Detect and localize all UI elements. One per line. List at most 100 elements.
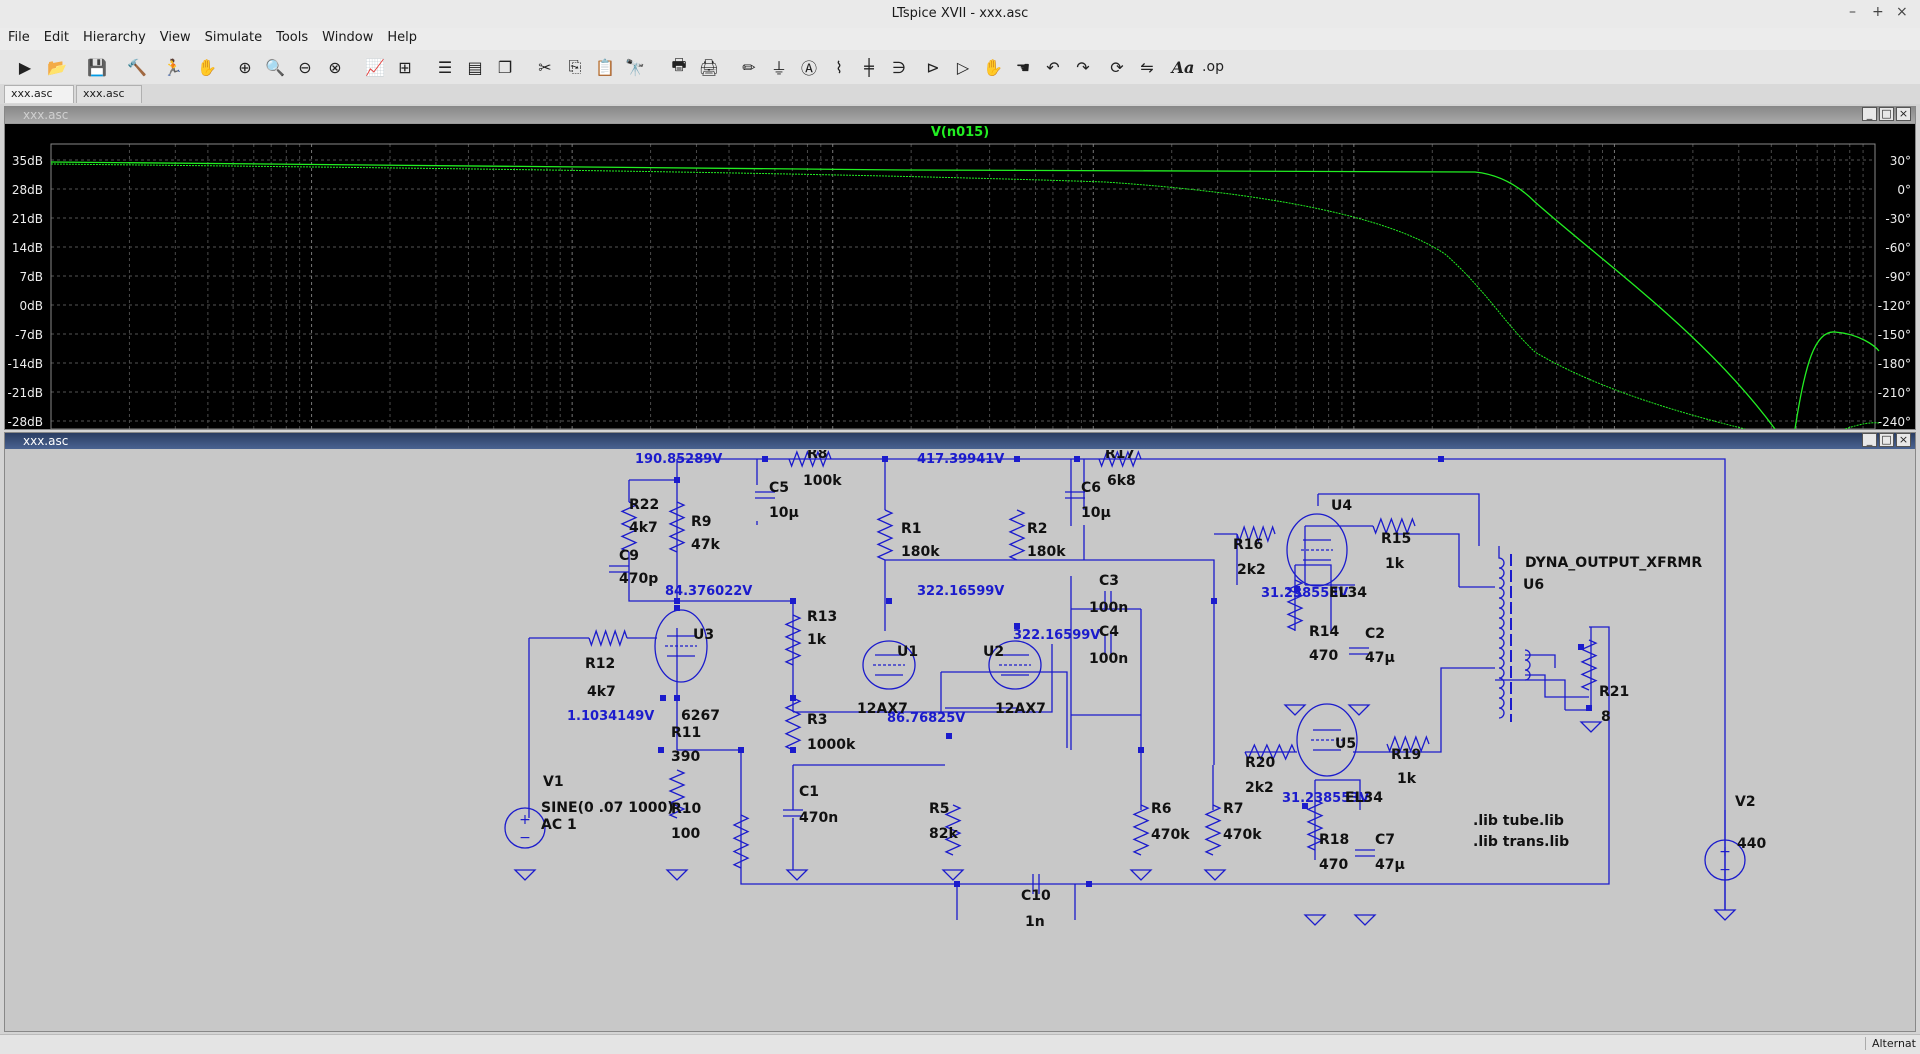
- inductor-icon[interactable]: ∋: [892, 57, 906, 77]
- cascade-icon[interactable]: ❐: [497, 57, 513, 77]
- open-icon[interactable]: 📂: [47, 57, 67, 77]
- autorange-icon[interactable]: 📈: [365, 57, 385, 77]
- pane-close-button[interactable]: ×: [1896, 107, 1911, 121]
- print-setup-icon[interactable]: 🖶: [671, 54, 687, 74]
- cut-icon[interactable]: ✂: [538, 57, 552, 77]
- mirror-icon[interactable]: ⇋: [1140, 57, 1154, 77]
- print-icon[interactable]: 🖨: [698, 57, 720, 77]
- spice-directive[interactable]: .lib tube.lib: [1473, 813, 1564, 829]
- resistor[interactable]: [1008, 509, 1026, 561]
- resistor[interactable]: [1372, 517, 1416, 535]
- text-icon[interactable]: Aa: [1171, 57, 1195, 77]
- tile-horizontal-icon[interactable]: ☰: [437, 57, 453, 77]
- maximize-button[interactable]: +: [1872, 4, 1884, 20]
- menu-help[interactable]: Help: [387, 30, 418, 45]
- resistor[interactable]: [1306, 799, 1324, 851]
- resistor[interactable]: [1580, 639, 1598, 691]
- tile-vertical-icon[interactable]: ▤: [467, 57, 483, 77]
- pan-icon[interactable]: ✋: [197, 57, 217, 77]
- vacuum-tube[interactable]: [1296, 703, 1358, 777]
- resistor[interactable]: [588, 628, 628, 648]
- output-transformer[interactable]: [1498, 546, 1589, 722]
- resistor[interactable]: [784, 614, 802, 666]
- redo-icon[interactable]: ↷: [1076, 57, 1090, 77]
- vacuum-tube[interactable]: [862, 640, 916, 690]
- zoom-cancel-icon[interactable]: ⊗: [328, 57, 342, 77]
- find-icon[interactable]: 🔭: [625, 57, 645, 77]
- resistor[interactable]: [620, 501, 638, 553]
- resistor[interactable]: [788, 450, 832, 468]
- resistor[interactable]: [1204, 804, 1222, 856]
- resistor[interactable]: [784, 697, 802, 751]
- resistor-icon[interactable]: ⌇: [835, 57, 843, 77]
- node-voltage[interactable]: 417.39941V: [917, 452, 1004, 467]
- paste-icon[interactable]: 📋: [595, 57, 615, 77]
- resistor[interactable]: [876, 509, 894, 561]
- schematic-canvas[interactable]: + − + − 190.85289V 417.39941V 84.376022V…: [5, 450, 1915, 1030]
- v1-source[interactable]: + −: [504, 807, 546, 849]
- ground-icon[interactable]: ⏚: [770, 59, 787, 78]
- resistor[interactable]: [732, 814, 750, 869]
- resistor[interactable]: [668, 501, 686, 553]
- control-panel-icon[interactable]: 🔨: [127, 57, 147, 77]
- spice-directive[interactable]: .lib trans.lib: [1473, 834, 1569, 850]
- tab-schematic-1[interactable]: xxx.asc: [4, 85, 74, 103]
- zoom-out-icon[interactable]: ⊖: [298, 57, 312, 77]
- close-button[interactable]: ×: [1896, 4, 1908, 20]
- label-icon[interactable]: Ⓐ: [800, 59, 817, 78]
- resistor[interactable]: [1132, 804, 1150, 856]
- move-icon[interactable]: ✋: [983, 57, 1003, 77]
- component-ref: V1: [543, 774, 564, 790]
- menu-edit[interactable]: Edit: [43, 30, 69, 45]
- node-voltage[interactable]: 1.1034149V: [567, 709, 654, 724]
- node-voltage[interactable]: 84.376022V: [665, 584, 752, 599]
- zoom-in-icon[interactable]: ⊕: [238, 57, 252, 77]
- menu-tools[interactable]: Tools: [276, 30, 309, 45]
- resistor[interactable]: [1098, 450, 1142, 468]
- menu-view[interactable]: View: [159, 30, 191, 45]
- component-icon[interactable]: ▷: [956, 57, 970, 77]
- plot-area[interactable]: V(n015) 35dB 28dB 21dB 14dB 7dB 0dB -7dB…: [5, 124, 1915, 430]
- node-voltage[interactable]: 31.238553V: [1261, 586, 1348, 601]
- pane-minimize-button[interactable]: _: [1862, 433, 1877, 447]
- pane-minimize-button[interactable]: _: [1862, 107, 1877, 121]
- grid-icon[interactable]: ⊞: [398, 57, 412, 77]
- minimize-button[interactable]: –: [1849, 4, 1856, 20]
- node-voltage[interactable]: 31.238553V: [1282, 791, 1369, 806]
- resistor[interactable]: [1236, 524, 1276, 544]
- node-voltage[interactable]: 86.76825V: [887, 711, 965, 726]
- vacuum-tube[interactable]: [1286, 513, 1348, 587]
- node-voltage[interactable]: 190.85289V: [635, 452, 722, 467]
- vacuum-tube[interactable]: [654, 609, 708, 683]
- resistor[interactable]: [944, 804, 962, 856]
- halt-icon[interactable]: 🏃: [163, 57, 183, 77]
- tab-schematic-2[interactable]: xxx.asc: [76, 85, 142, 103]
- v2-source[interactable]: + −: [1704, 839, 1746, 881]
- run-icon[interactable]: ▶: [18, 57, 32, 77]
- pane-close-button[interactable]: ×: [1896, 433, 1911, 447]
- wire-icon[interactable]: ✏: [742, 57, 756, 77]
- vacuum-tube[interactable]: [988, 640, 1042, 690]
- menu-hierarchy[interactable]: Hierarchy: [82, 30, 146, 45]
- rotate-icon[interactable]: ⟳: [1110, 57, 1124, 77]
- pane-maximize-button[interactable]: □: [1879, 107, 1894, 121]
- menu-simulate[interactable]: Simulate: [204, 30, 263, 45]
- spice-directive-icon[interactable]: .op: [1202, 59, 1224, 75]
- undo-icon[interactable]: ↶: [1046, 57, 1060, 77]
- node-voltage[interactable]: 322.16599V: [1013, 628, 1100, 643]
- menu-file[interactable]: File: [8, 30, 30, 45]
- menu-window[interactable]: Window: [322, 30, 374, 45]
- resistor[interactable]: [1244, 743, 1296, 761]
- node-voltage[interactable]: 322.16599V: [917, 584, 1004, 599]
- save-icon[interactable]: 💾: [87, 57, 107, 77]
- copy-icon[interactable]: ⎘: [568, 57, 582, 76]
- resistor[interactable]: [668, 769, 686, 819]
- pane-maximize-button[interactable]: □: [1879, 433, 1894, 447]
- diode-icon[interactable]: ⊳: [926, 57, 940, 77]
- resistor[interactable]: [1286, 579, 1304, 631]
- trace-label[interactable]: V(n015): [931, 125, 989, 140]
- drag-icon[interactable]: ☚: [1015, 57, 1031, 77]
- resistor[interactable]: [1386, 735, 1430, 753]
- zoom-rect-icon[interactable]: 🔍: [265, 57, 285, 77]
- capacitor-icon[interactable]: ╪: [864, 57, 874, 77]
